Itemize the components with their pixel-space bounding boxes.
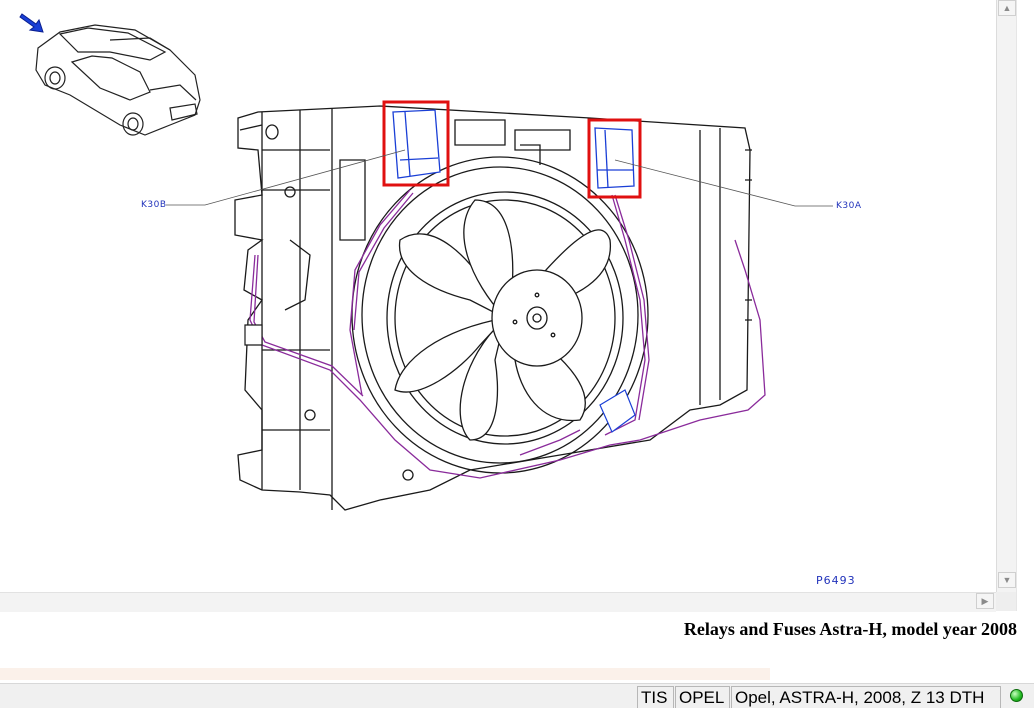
chevron-up-icon: ▲: [1002, 2, 1012, 13]
chevron-right-icon: ▶: [981, 595, 989, 606]
figure-number: P6493: [816, 574, 856, 587]
vertical-scrollbar[interactable]: ▲ ▼: [996, 0, 1017, 592]
connector: [244, 324, 636, 433]
highlight-box-k30b: [382, 100, 450, 187]
status-app: TIS: [637, 686, 674, 708]
fan-module-outline: [234, 105, 752, 511]
scrollbar-corner: ▶: [976, 592, 1016, 611]
scroll-up-button[interactable]: ▲: [998, 0, 1016, 16]
status-ok-icon: [1010, 689, 1023, 702]
scroll-right-button[interactable]: ▶: [976, 593, 994, 609]
cooling-fan-diagram: [19, 13, 833, 511]
wiring-harness: [249, 189, 766, 479]
leader-lines: [166, 149, 833, 207]
chevron-down-icon: ▼: [1002, 574, 1012, 585]
scroll-down-button[interactable]: ▼: [998, 572, 1016, 588]
callout-label-k30b: K30B: [141, 200, 167, 210]
relay-k30a: [594, 127, 635, 189]
car-locator-icon: [35, 24, 201, 136]
content-band: [0, 668, 770, 680]
callout-label-k30a: K30A: [836, 201, 862, 211]
fan-hub: [491, 269, 583, 367]
horizontal-scrollbar[interactable]: [0, 592, 996, 612]
right-pane-edge: [1016, 0, 1034, 611]
fan-shroud: [351, 156, 649, 474]
document-caption: Relays and Fuses Astra-H, model year 200…: [683, 619, 1017, 639]
location-arrow-icon: [19, 13, 44, 33]
diagram-viewer: K30B K30A P6493: [19, 13, 862, 587]
highlight-box-k30a: [587, 118, 642, 199]
relay-k30b: [392, 109, 441, 179]
status-bar: TIS OPEL Opel, ASTRA-H, 2008, Z 13 DTH: [0, 683, 1034, 708]
status-make: OPEL: [675, 686, 730, 708]
status-vehicle: Opel, ASTRA-H, 2008, Z 13 DTH: [731, 686, 1001, 708]
